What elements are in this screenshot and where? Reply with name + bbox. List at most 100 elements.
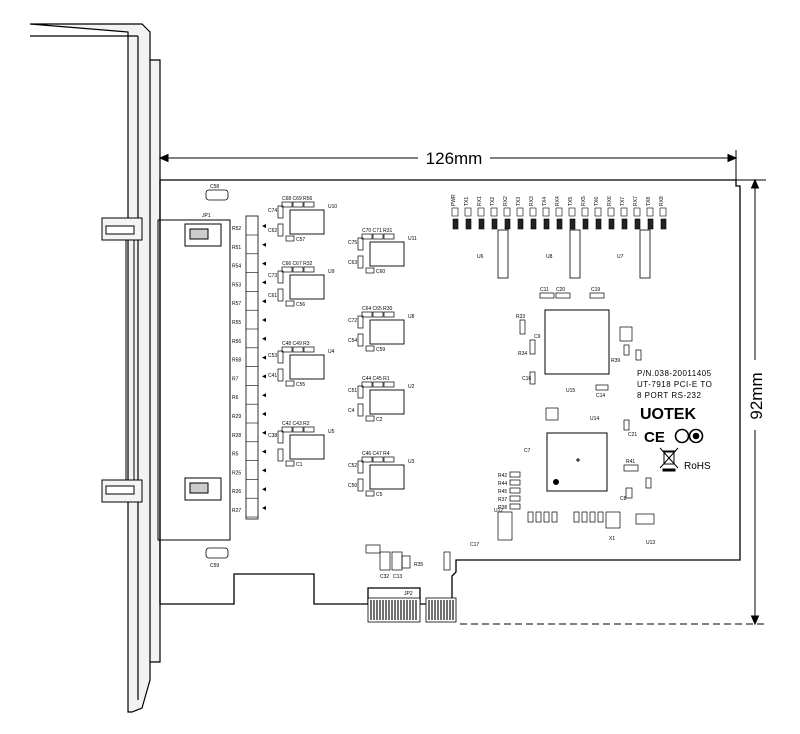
led-pad bbox=[542, 207, 550, 217]
resistor-label: R25 bbox=[232, 470, 241, 476]
led-label: RX5 bbox=[581, 196, 587, 206]
u7-label: U7 bbox=[617, 254, 624, 260]
bottom-capacitor bbox=[285, 380, 295, 387]
chip-body bbox=[289, 209, 325, 235]
led-pad bbox=[451, 207, 459, 217]
chip-name: U8 bbox=[408, 314, 415, 320]
r45-label: R45 bbox=[498, 489, 507, 495]
side-capacitor bbox=[357, 255, 364, 269]
led-resistor bbox=[608, 218, 615, 230]
capacitor-pad bbox=[361, 456, 373, 463]
bottom-capacitor bbox=[285, 460, 295, 467]
pin-marker bbox=[262, 299, 266, 304]
bottom-cap-label: C57 bbox=[296, 237, 305, 243]
side-cap-label: C72 bbox=[348, 318, 357, 324]
capacitor-pad bbox=[292, 426, 304, 433]
led-label: TX4 bbox=[542, 197, 548, 206]
capacitor-pad bbox=[303, 266, 315, 273]
u14-label: U14 bbox=[590, 416, 599, 422]
chip-body bbox=[369, 389, 405, 415]
c58-label: C58 bbox=[210, 184, 219, 190]
capacitor-pad bbox=[303, 426, 315, 433]
side-capacitor bbox=[277, 368, 284, 382]
chip-name: U4 bbox=[328, 349, 335, 355]
led-pad bbox=[620, 207, 628, 217]
side-capacitor bbox=[277, 430, 284, 444]
led-label: RX1 bbox=[477, 196, 483, 206]
pin-marker bbox=[262, 355, 266, 360]
led-pad bbox=[503, 207, 511, 217]
r44-label: R44 bbox=[498, 481, 507, 487]
chip-cap-labels: C66 C67 R32 bbox=[282, 261, 313, 267]
chip-name: U3 bbox=[408, 459, 415, 465]
c7-label: C7 bbox=[524, 448, 531, 454]
capacitor-pad bbox=[281, 426, 293, 433]
side-capacitor bbox=[277, 288, 284, 302]
led-pad bbox=[568, 207, 576, 217]
side-cap-label: C4 bbox=[348, 408, 355, 414]
resistor-label: R28 bbox=[232, 433, 241, 439]
capacitor-pad bbox=[383, 233, 395, 240]
led-pad bbox=[633, 207, 641, 217]
side-cap-label: C52 bbox=[348, 463, 357, 469]
side-cap-label: C38 bbox=[268, 433, 277, 439]
led-label: TX3 bbox=[516, 197, 522, 206]
width-dimension bbox=[158, 150, 738, 185]
led-pad bbox=[555, 207, 563, 217]
led-label: PWR bbox=[451, 194, 457, 206]
led-label: TX8 bbox=[646, 197, 652, 206]
width-dimension-label: 126mm bbox=[426, 149, 483, 168]
pin-marker bbox=[262, 487, 266, 492]
capacitor-pad bbox=[292, 346, 304, 353]
pin-marker bbox=[262, 374, 266, 379]
u12-label: U12 bbox=[494, 508, 503, 514]
rs232-header-block bbox=[157, 219, 231, 541]
jp1-label: JP1 bbox=[202, 213, 211, 219]
resistor-label: R26 bbox=[232, 489, 241, 495]
led-resistor bbox=[452, 218, 459, 230]
side-cap-label: C61 bbox=[268, 293, 277, 299]
c8-label: C8 bbox=[620, 496, 627, 502]
capacitor-pad bbox=[383, 456, 395, 463]
side-capacitor bbox=[277, 270, 284, 284]
led-resistor bbox=[634, 218, 641, 230]
c9-label: C9 bbox=[534, 334, 541, 340]
r42-label: R42 bbox=[498, 473, 507, 479]
led-label: RX7 bbox=[633, 196, 639, 206]
c21-label: C21 bbox=[628, 432, 637, 438]
side-cap-label: C63 bbox=[348, 260, 357, 266]
u13-label: U13 bbox=[646, 540, 655, 546]
vertical-ics bbox=[497, 229, 651, 279]
resistor-label: R56 bbox=[232, 339, 241, 345]
chip-body bbox=[369, 464, 405, 490]
capacitor-pad bbox=[372, 456, 384, 463]
pin-marker bbox=[262, 318, 266, 322]
side-capacitor bbox=[277, 223, 284, 237]
c14-label: C14 bbox=[596, 393, 605, 399]
side-cap-label: C51 bbox=[348, 388, 357, 394]
chip-cap-labels: C68 C69 R56 bbox=[282, 196, 313, 202]
pin-marker bbox=[262, 261, 266, 266]
u8-side-label: U8 bbox=[546, 254, 553, 260]
bottom-cap-label: C59 bbox=[376, 347, 385, 353]
pin-marker bbox=[262, 506, 266, 510]
bottom-cap-label: C60 bbox=[376, 269, 385, 275]
resistor-label: R51 bbox=[232, 245, 241, 251]
product-description: 8 PORT RS-232 bbox=[637, 391, 702, 400]
resistor-label: R52 bbox=[232, 226, 241, 232]
r39-label: R39 bbox=[611, 358, 620, 364]
chip-cap-labels: C42 C43 R2 bbox=[282, 421, 310, 427]
led-pad bbox=[477, 207, 485, 217]
led-resistor bbox=[478, 218, 485, 230]
side-capacitor bbox=[357, 237, 364, 251]
chip-cap-labels: C70 C71 R31 bbox=[362, 228, 393, 234]
main-controller-ic bbox=[544, 309, 610, 375]
led-label: TX5 bbox=[568, 197, 574, 206]
capacitor-pad bbox=[372, 381, 384, 388]
side-capacitor bbox=[357, 333, 364, 347]
